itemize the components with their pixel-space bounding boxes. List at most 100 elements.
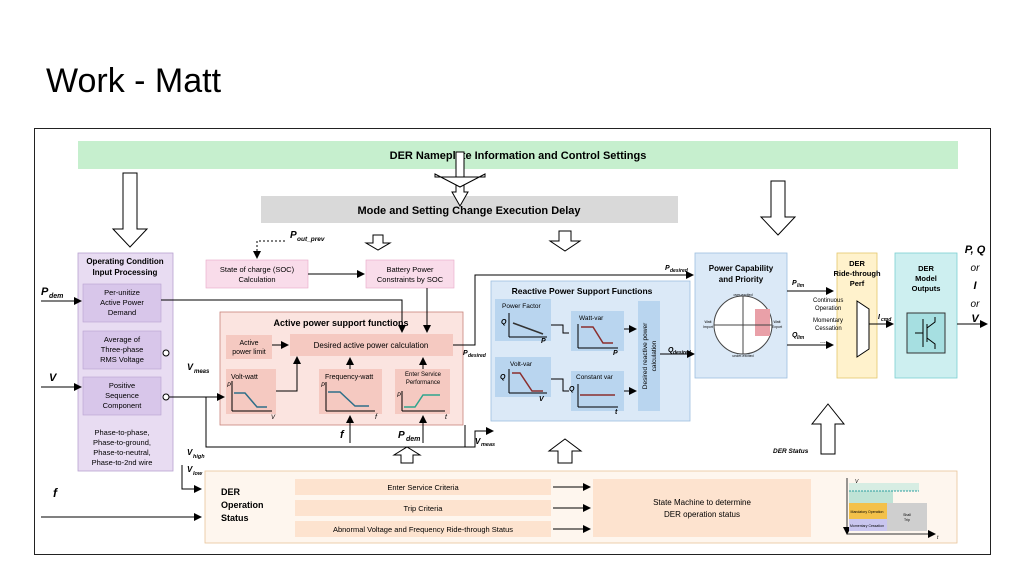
op-title-3: Status (221, 513, 249, 523)
capability-title-1: Power Capability (709, 264, 774, 273)
input-processing-block: Operating Condition Input Processing Per… (77, 252, 174, 472)
ride-title-2: Ride-through (833, 269, 880, 278)
active-limit-2: power limit (232, 349, 266, 356)
circle-left-2: Import (703, 325, 713, 329)
output-or-2: or (971, 299, 981, 310)
average-2: Three-phase (101, 345, 144, 354)
circle-bottom: under-excited (732, 354, 753, 358)
soc-label-2: Calculation (238, 275, 275, 284)
soc-blocks: State of charge (SOC) Calculation Batter… (205, 230, 455, 289)
reactive-desired-2: calculation (651, 340, 658, 371)
per-unitize-1: Per-unitize (104, 288, 140, 297)
volt-watt-label: Volt-watt (231, 374, 258, 381)
i-cmd-label: I (878, 314, 881, 321)
arrow-down-left (111, 172, 149, 248)
active-limit-1: Active (239, 340, 258, 347)
connector-circle-1 (162, 349, 170, 357)
phase-1: Phase-to-phase, (94, 428, 149, 437)
p-dem-sub-2: dem (406, 436, 420, 443)
arrow-down-right (759, 180, 797, 236)
v-low-sub: low (193, 471, 203, 477)
arrow-down-small-1 (364, 234, 392, 251)
per-unitize-2: Active Power (100, 298, 144, 307)
reactive-desired-1: Desired reactive power (642, 322, 649, 389)
p-desired-path (453, 271, 694, 346)
circle-right-2: Export (772, 325, 782, 329)
der-status-label: DER Status (773, 448, 809, 455)
arrow-down-small-2 (548, 230, 582, 252)
battery-label-2: Constraints by SOC (377, 275, 444, 284)
chart-momentary: Momentary Cessation (850, 524, 884, 528)
ride-through-block: DER Ride-through Perf Continuous Operati… (813, 252, 881, 379)
pf-axis-p: P (541, 338, 546, 345)
capability-block: Power Capability and Priority over-excit… (694, 252, 788, 379)
p-desired-label-1: P (463, 350, 468, 357)
p-out-prev-label: P (290, 230, 297, 241)
average-1: Average of (104, 335, 141, 344)
arrow-up-small-1 (547, 438, 583, 464)
watt-var-label: Watt-var (579, 315, 604, 322)
arrow-up-small-2 (392, 446, 422, 464)
reactive-power-block: Reactive Power Support Functions Power F… (490, 280, 691, 422)
arrow-band-down (434, 173, 486, 188)
v-meas-sub: meas (194, 369, 210, 375)
phase-2: Phase-to-ground, (93, 438, 151, 447)
vhigh-vlow-arrow (181, 465, 202, 493)
constant-var-label: Constant var (576, 374, 614, 381)
es-axis-p: P (397, 393, 401, 399)
input-processing-title-1: Operating Condition (86, 257, 163, 266)
phase-3: Phase-to-neutral, (93, 448, 151, 457)
chart-axis-v: V (855, 479, 859, 485)
op-trip: Trip Criteria (404, 504, 444, 513)
nameplate-band: DER Nameplate Information and Control Se… (78, 141, 958, 169)
continuous-1: Continuous (813, 298, 843, 304)
positive-seq-3: Component (103, 401, 143, 410)
nameplate-label: DER Nameplate Information and Control Se… (390, 150, 647, 162)
v-high-sub: high (193, 454, 205, 460)
operation-status-block: DER Operation Status Enter Service Crite… (204, 470, 958, 544)
q-desired-label: Q (668, 347, 674, 354)
ride-ellipsis: ... (820, 338, 826, 345)
volt-var-label: Volt-var (510, 361, 533, 368)
v-meas-label-2: V (475, 437, 481, 446)
reactive-power-title: Reactive Power Support Functions (512, 286, 653, 296)
continuous-2: Operation (815, 306, 841, 312)
cv-axis-t: t (615, 409, 618, 416)
vmeas-to-reactive (465, 427, 494, 448)
arrow-up-right (810, 403, 846, 455)
circle-right-1: Watt (773, 320, 780, 324)
ride-title-3: Perf (850, 279, 865, 288)
fw-axis-f: f (375, 414, 378, 421)
positive-seq-2: Sequence (105, 391, 139, 400)
connector-circle-2 (162, 393, 170, 401)
slide-title: Work - Matt (46, 62, 222, 100)
battery-label-1: Battery Power (386, 265, 434, 274)
per-unitize-3: Demand (108, 308, 136, 317)
output-pq: P, Q (965, 244, 986, 256)
f-input-label: f (340, 429, 345, 441)
output-or-1: or (971, 263, 981, 274)
p-dem-label-2: P (398, 430, 405, 441)
p-lim-sub: lim (797, 283, 805, 289)
average-3: RMS Voltage (100, 355, 144, 364)
igbt-icon (906, 312, 946, 354)
input-processing-title-2: Input Processing (93, 268, 158, 277)
vv-axis-v: V (539, 396, 545, 403)
chart-shall: Shall (903, 513, 911, 517)
es-label-1: Enter Service (405, 372, 442, 378)
v-high-label: V (187, 448, 193, 457)
state-machine-1: State Machine to determine (653, 498, 751, 507)
active-power-block: Active power support functions Active po… (219, 311, 464, 426)
status-mini-chart: Mandatory Operation Momentary Cessation … (843, 478, 939, 541)
p-dem-label: P (41, 286, 49, 298)
mode-delay-label: Mode and Setting Change Execution Delay (357, 205, 581, 217)
state-machine-2: DER operation status (664, 510, 740, 519)
capability-title-2: and Priority (719, 275, 764, 284)
der-functional-diagram: DER Nameplate Information and Control Se… (34, 128, 991, 555)
i-cmd-sub: cmd (881, 317, 892, 323)
chart-axis-t: t (937, 535, 939, 541)
hollow-arrows (111, 151, 846, 464)
model-title-1: DER (918, 264, 934, 273)
p-out-prev-sub: out_prev (297, 236, 325, 243)
op-enter-service: Enter Service Criteria (387, 483, 459, 492)
